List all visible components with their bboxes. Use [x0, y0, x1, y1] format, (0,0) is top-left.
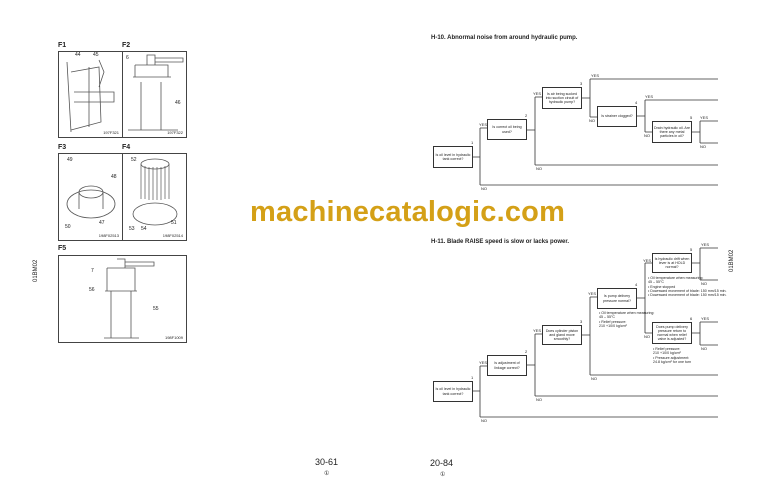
step-number: 1 — [471, 375, 474, 380]
flow-box-1: Is oil level in hydraulic tank correct? — [433, 381, 473, 402]
yes-label: YES — [701, 316, 710, 321]
step-number: 2 — [525, 349, 528, 354]
no-label: NO — [700, 144, 706, 149]
no-label: NO — [701, 346, 707, 351]
callout: 45 — [93, 52, 99, 58]
seal-housing-drawing — [66, 185, 116, 219]
notes-box4: • Oil temperature when measuring: 45 – 5… — [599, 311, 654, 328]
step-number: 3 — [580, 81, 583, 86]
figure-code: 197F321 — [103, 130, 119, 135]
yes-label: YES — [645, 94, 654, 99]
callout: 6 — [126, 55, 129, 61]
yes-label: YES — [533, 91, 542, 96]
note-line: • Downward movement of blade: 150 mm/15 … — [648, 293, 727, 298]
no-label: NO — [591, 376, 597, 381]
figure-code: 198F02513 — [98, 233, 119, 238]
yes-label: YES — [700, 115, 709, 120]
step-number: 5 — [690, 115, 693, 120]
callout: 56 — [89, 287, 95, 293]
figure-label: F4 — [122, 144, 131, 151]
revision-mark: ① — [324, 471, 330, 477]
step-number: 4 — [635, 282, 638, 287]
note-line: • Pressure adjustment: — [653, 355, 690, 360]
section-title: H-11. Blade RAISE speed is slow or lacks… — [431, 239, 570, 245]
flow-box-5: Drain hydraulic oil. Are there any metal… — [652, 121, 692, 143]
callout: 52 — [131, 157, 137, 163]
gear-housing-drawing — [132, 158, 178, 226]
callout: 50 — [65, 224, 71, 230]
press-tool-drawing — [104, 258, 155, 339]
note-line: • Downward movement of blade: 150 mm/15 … — [648, 288, 727, 293]
watermark: machinecatalogic.com — [250, 196, 566, 228]
flow-box-4: Is pump delivery pressure normal? — [597, 288, 637, 309]
notes-box6: • Relief pressure: 210 +10/0 kg/cm² • Pr… — [653, 347, 691, 364]
callout: 54 — [141, 226, 147, 232]
no-label: NO — [536, 166, 542, 171]
figure-label: F5 — [58, 245, 67, 252]
yes-label: YES — [533, 328, 542, 333]
yes-label: YES — [479, 360, 488, 365]
figure-label: F1 — [58, 42, 67, 49]
side-code: 01BM02 — [729, 249, 735, 272]
no-label: NO — [481, 186, 487, 191]
no-label: NO — [589, 118, 595, 123]
section-title: H-10. Abnormal noise from around hydraul… — [431, 35, 578, 41]
step-number: 3 — [580, 319, 583, 324]
note-line: 210 +10/0 kg/cm² — [599, 323, 627, 328]
notes-box5: • Oil temperature when measuring: 45 – 5… — [648, 276, 727, 297]
note-line: 210 +10/0 kg/cm² — [653, 351, 681, 356]
step-number: 1 — [471, 140, 474, 145]
no-label: NO — [536, 397, 542, 402]
figure-code: 198F02514 — [162, 233, 183, 238]
yes-label: YES — [588, 291, 597, 296]
step-number: 4 — [635, 100, 638, 105]
note-line: • Relief pressure: — [653, 347, 681, 351]
yes-label: YES — [643, 258, 652, 263]
note-line: 24.8 kg/cm² for one turn — [653, 359, 692, 364]
no-label: NO — [701, 281, 707, 286]
callout: 46 — [175, 100, 181, 106]
figure-label: F2 — [122, 42, 131, 49]
no-label: NO — [644, 133, 650, 138]
page-number: 30-61 — [315, 457, 339, 467]
note-line: 45 – 55°C — [648, 280, 665, 285]
revision-mark: ① — [440, 472, 446, 478]
callout: 44 — [75, 52, 81, 58]
step-number: 6 — [690, 316, 693, 321]
step-number: 5 — [690, 247, 693, 252]
step-number: 2 — [525, 113, 528, 118]
callout: 49 — [67, 157, 73, 163]
yes-label: YES — [591, 73, 600, 78]
puller-tool-drawing — [128, 54, 184, 131]
flow-box-4: Is strainer clogged? — [597, 106, 637, 127]
figure-label: F3 — [58, 144, 67, 151]
callout: 51 — [171, 220, 177, 226]
callout: 47 — [99, 220, 105, 226]
flow-box-2: Is adjustment of linkage correct? — [487, 355, 527, 376]
note-line: • Oil temperature when measuring: — [648, 276, 704, 280]
flow-box-3: Does cylinder piston and gland move smoo… — [542, 325, 582, 345]
flow-box-6: Does pump delivery pressure return to no… — [652, 322, 692, 344]
callout: 53 — [129, 226, 135, 232]
flow-box-3: Is air being sucked into suction circuit… — [542, 87, 582, 109]
note-line: • Engine stopped — [648, 284, 676, 289]
figure-code: 198F1009 — [164, 335, 183, 340]
no-label: NO — [481, 418, 487, 423]
callout: 7 — [91, 268, 94, 274]
flow-box-1: Is oil level in hydraulic tank correct? — [433, 146, 473, 168]
yes-label: YES — [479, 122, 488, 127]
flow-box-5: Is hydraulic drift when lever is at HOLD… — [652, 253, 692, 273]
figure-code: 197F322 — [167, 130, 183, 135]
page-number: 20-84 — [430, 458, 454, 468]
no-label: NO — [644, 334, 650, 339]
callout: 55 — [153, 306, 159, 312]
yes-label: YES — [701, 242, 710, 247]
note-line: • Oil temperature when measuring: — [599, 311, 655, 315]
note-line: • Relief pressure: — [599, 319, 627, 324]
pump-assembly-drawing — [66, 59, 115, 133]
callout: 48 — [111, 174, 117, 180]
flow-box-2: Is correct oil being used? — [487, 119, 527, 140]
note-line: 45 – 55°C — [599, 315, 616, 320]
